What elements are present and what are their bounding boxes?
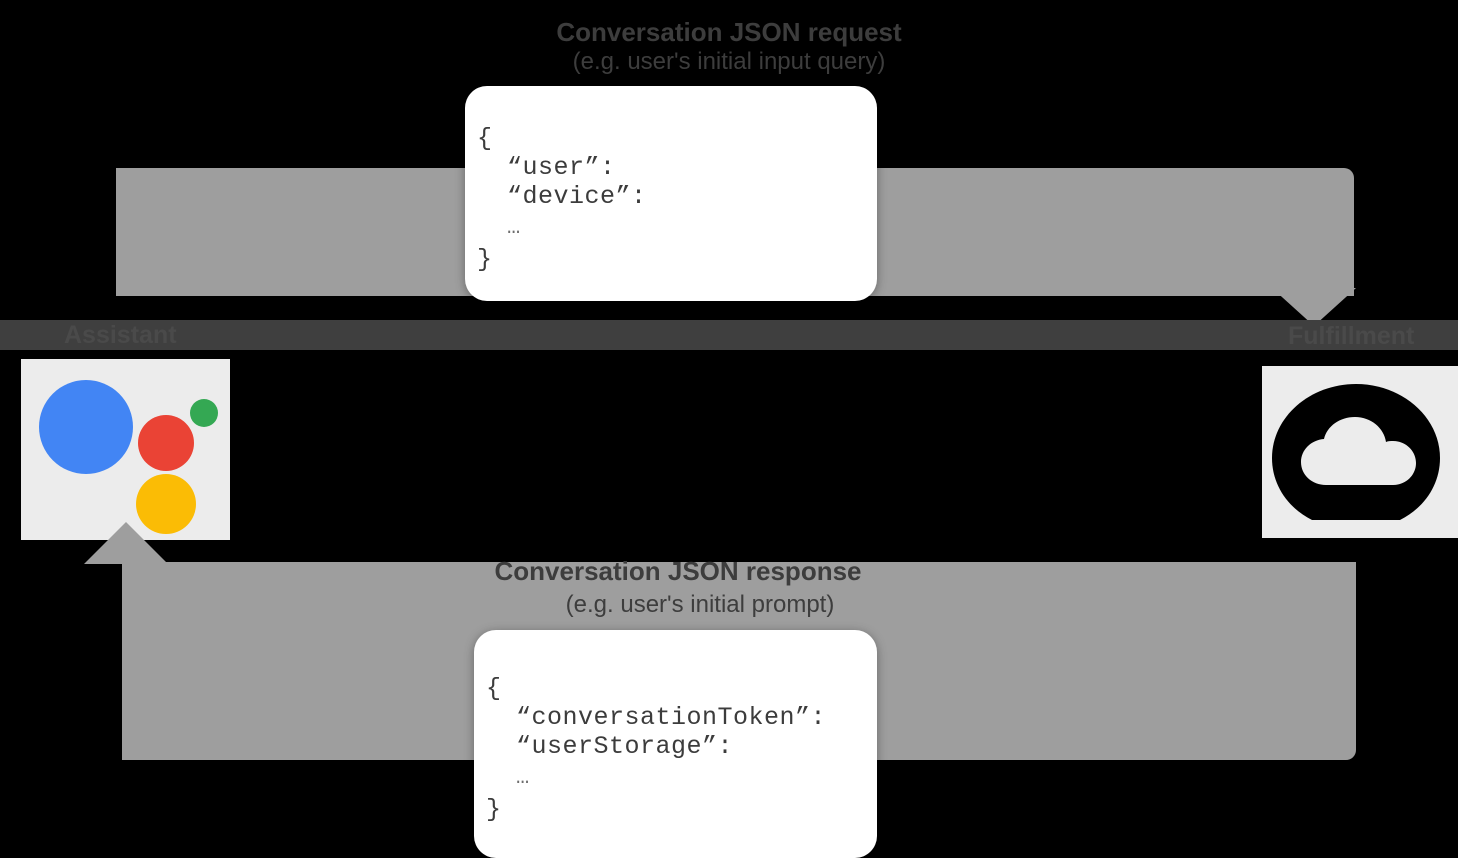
request-json-card: { “user”: “device”: … } (465, 86, 877, 301)
middle-divider-strip (0, 320, 1458, 350)
json-close-brace: } (486, 795, 502, 824)
response-subtitle: (e.g. user's initial prompt) (565, 591, 835, 618)
cloud-functions-icon (1272, 384, 1440, 520)
assistant-red-dot-icon (138, 415, 194, 471)
assistant-label: Assistant (64, 321, 177, 349)
request-subtitle: (e.g. user's initial input query) (572, 48, 886, 75)
request-title: Conversation JSON request (556, 17, 902, 47)
json-ellipsis: … (507, 215, 521, 240)
response-json-card: { “conversationToken”: “userStorage”: … … (474, 630, 877, 858)
json-key-conversation-token: “conversationToken”: (516, 703, 827, 732)
assistant-green-dot-icon (190, 399, 218, 427)
json-key-user-storage: “userStorage”: (516, 732, 734, 761)
json-key-user: “user”: (507, 153, 616, 182)
json-key-device: “device”: (507, 182, 647, 211)
request-flow-arrowhead (1272, 288, 1356, 326)
json-open-brace: { (477, 124, 493, 153)
json-ellipsis: … (516, 765, 530, 790)
json-open-brace: { (486, 674, 502, 703)
fulfillment-label: Fulfillment (1288, 322, 1415, 350)
assistant-blue-dot-icon (39, 380, 133, 474)
response-flow-arrowhead (84, 522, 168, 564)
response-title: Conversation JSON response (494, 556, 862, 586)
json-close-brace: } (477, 245, 493, 274)
